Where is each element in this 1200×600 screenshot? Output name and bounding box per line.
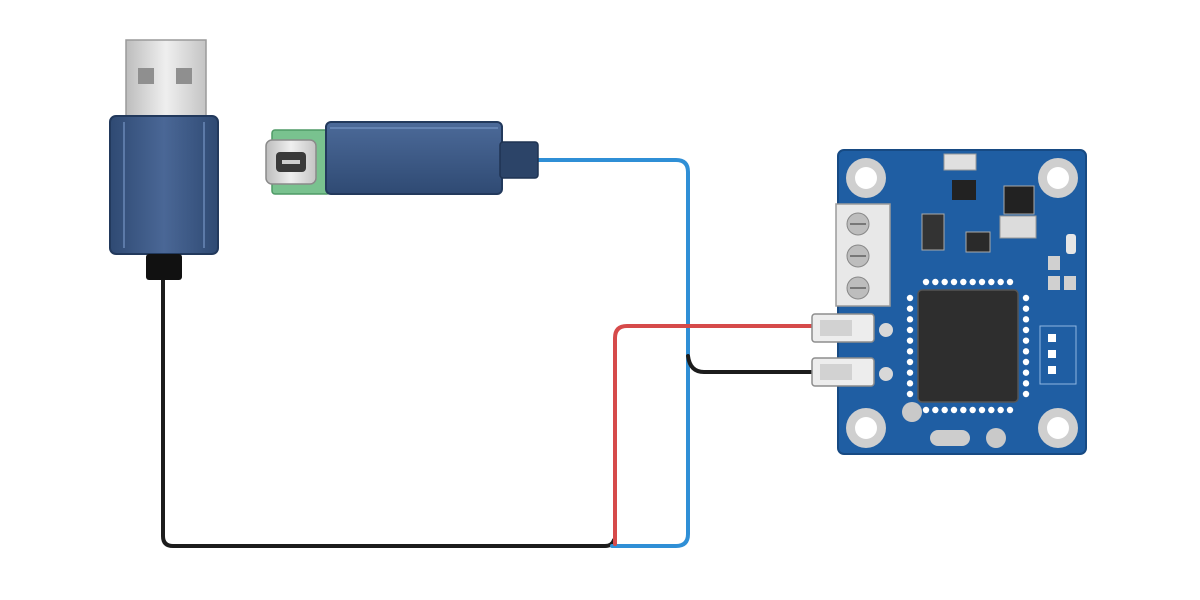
black-wire	[161, 278, 616, 548]
chip-pad	[1022, 390, 1030, 398]
small-components	[902, 153, 1077, 448]
chip-pad	[941, 278, 948, 286]
micro-usb-strain-relief	[499, 141, 539, 179]
chip-pads	[906, 278, 1030, 414]
chip-pad	[906, 358, 914, 366]
chip-pad	[906, 326, 914, 334]
chip-pad	[1022, 358, 1030, 366]
chip-pad	[922, 406, 930, 414]
chip-pad	[950, 278, 958, 286]
usb-a-plug[interactable]	[109, 39, 219, 280]
chip-pad	[997, 406, 1004, 414]
chip-pad	[941, 406, 948, 414]
chip-pad	[1006, 278, 1014, 286]
jst-socket-top[interactable]	[811, 313, 893, 343]
chip-pad	[932, 406, 939, 414]
chip-pad	[906, 337, 914, 344]
chip-pad	[988, 406, 995, 414]
usb-a-contact-right	[176, 68, 192, 84]
micro-usb-body	[325, 121, 503, 195]
qfn-chip	[917, 289, 1019, 403]
chip-pad	[1022, 380, 1030, 387]
chip-pad	[950, 406, 958, 414]
chip-pad	[1022, 305, 1030, 312]
chip-pad	[906, 305, 914, 312]
chip-pad	[969, 406, 976, 414]
mounting-holes	[846, 158, 1078, 448]
usb-a-body	[109, 115, 219, 255]
chip-pad	[969, 278, 976, 286]
chip-pad	[988, 278, 995, 286]
chip-pad	[1006, 406, 1014, 414]
chip-pad	[1022, 326, 1030, 334]
chip-pad	[1022, 348, 1030, 355]
chip-pad	[1022, 294, 1030, 302]
chip-pad	[960, 406, 967, 414]
chip-pad	[978, 406, 986, 414]
controller-board[interactable]	[811, 149, 1087, 455]
chip-pad	[1022, 337, 1030, 344]
chip-pad	[906, 380, 914, 387]
black-wire-to-jst	[686, 354, 817, 374]
red-wire	[613, 324, 817, 546]
chip-pad	[906, 369, 914, 376]
jst-socket-bottom[interactable]	[811, 357, 893, 387]
chip-pad	[978, 278, 986, 286]
chip-pad	[906, 348, 914, 355]
chip-pad	[932, 278, 939, 286]
chip-pad	[1022, 369, 1030, 376]
screw-terminal	[835, 203, 891, 307]
chip-pad	[1022, 316, 1030, 323]
chip-pad	[997, 278, 1004, 286]
micro-usb-plug[interactable]	[265, 121, 539, 195]
usb-a-contact-left	[138, 68, 154, 84]
blue-wire	[536, 158, 690, 548]
chip-pad	[906, 294, 914, 302]
chip-pad	[906, 316, 914, 323]
chip-pad	[960, 278, 967, 286]
usb-a-strain-relief	[146, 254, 182, 280]
wires	[161, 158, 817, 548]
chip-pad	[906, 390, 914, 398]
chip-pad	[922, 278, 930, 286]
